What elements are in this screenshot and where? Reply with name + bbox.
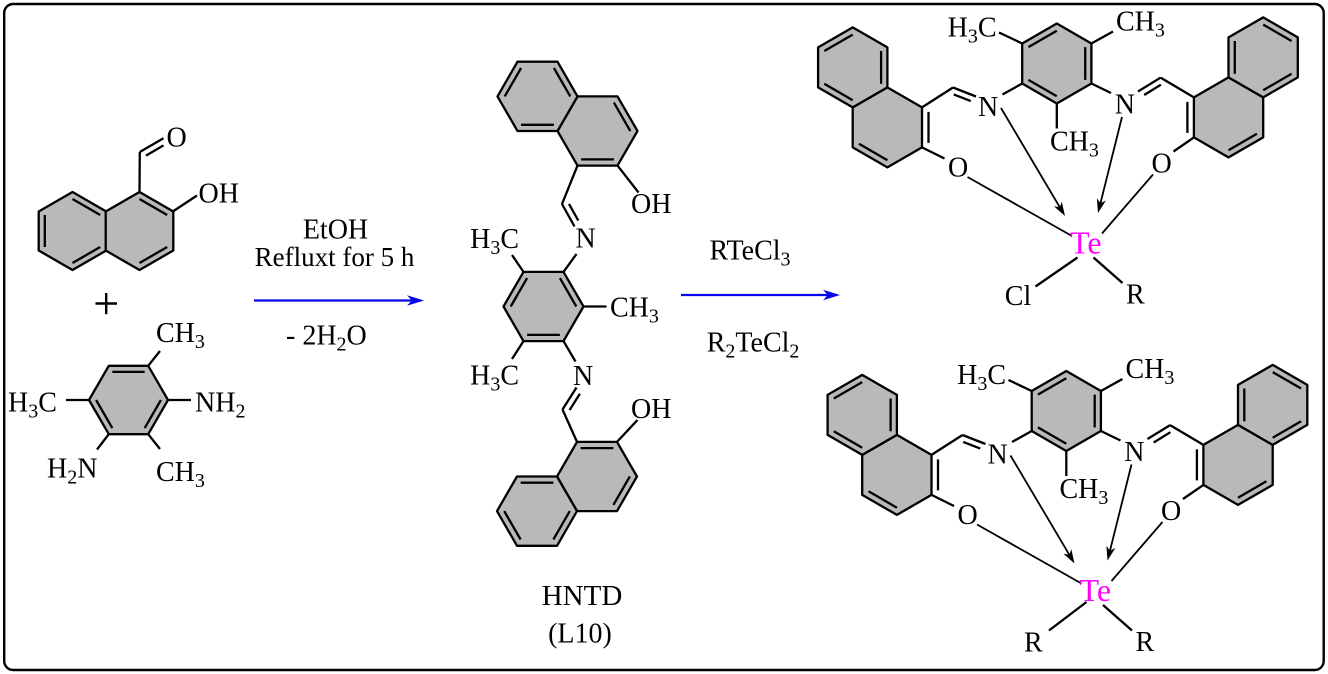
- svg-text:Te: Te: [1070, 225, 1102, 261]
- svg-text:N: N: [573, 361, 593, 392]
- svg-text:O: O: [948, 152, 968, 183]
- svg-text:Refluxt for 5 h: Refluxt for 5 h: [255, 242, 415, 272]
- svg-text:O: O: [958, 500, 978, 531]
- svg-text:H3C: H3C: [948, 13, 997, 48]
- svg-text:Cl: Cl: [1005, 281, 1032, 312]
- svg-text:OH: OH: [199, 178, 239, 209]
- svg-text:H3C: H3C: [470, 361, 519, 396]
- svg-text:OH: OH: [631, 394, 671, 425]
- svg-text:R: R: [1136, 627, 1155, 658]
- svg-text:- 2H2O: - 2H2O: [286, 321, 367, 356]
- svg-text:CH3: CH3: [1060, 474, 1109, 509]
- svg-text:R: R: [1024, 628, 1043, 659]
- svg-text:(L10): (L10): [548, 619, 612, 650]
- svg-text:N: N: [576, 224, 596, 255]
- svg-text:CH3: CH3: [1116, 7, 1165, 42]
- svg-text:O: O: [1161, 496, 1181, 527]
- svg-text:HNTD: HNTD: [542, 580, 623, 612]
- svg-text:CH3: CH3: [1050, 127, 1099, 162]
- svg-text:H3C: H3C: [470, 224, 519, 259]
- svg-text:CH3: CH3: [156, 457, 205, 492]
- svg-text:N: N: [978, 92, 998, 123]
- svg-text:N: N: [988, 440, 1008, 471]
- svg-text:N: N: [1115, 90, 1135, 121]
- svg-text:O: O: [1152, 149, 1172, 180]
- svg-text:R2TeCl2: R2TeCl2: [707, 328, 800, 363]
- svg-text:CH3: CH3: [156, 318, 205, 353]
- svg-text:N: N: [1124, 437, 1144, 468]
- svg-text:O: O: [167, 123, 187, 154]
- svg-text:R: R: [1126, 280, 1145, 311]
- svg-text:EtOH: EtOH: [303, 215, 368, 246]
- svg-text:H2N: H2N: [47, 454, 97, 489]
- svg-text:OH: OH: [631, 189, 671, 220]
- svg-text:H3C: H3C: [957, 360, 1006, 395]
- svg-text:CH3: CH3: [610, 293, 659, 328]
- svg-text:NH2: NH2: [195, 388, 245, 423]
- svg-text:RTeCl3: RTeCl3: [710, 235, 791, 270]
- svg-text:H3C: H3C: [8, 388, 57, 423]
- svg-text:CH3: CH3: [1126, 354, 1175, 389]
